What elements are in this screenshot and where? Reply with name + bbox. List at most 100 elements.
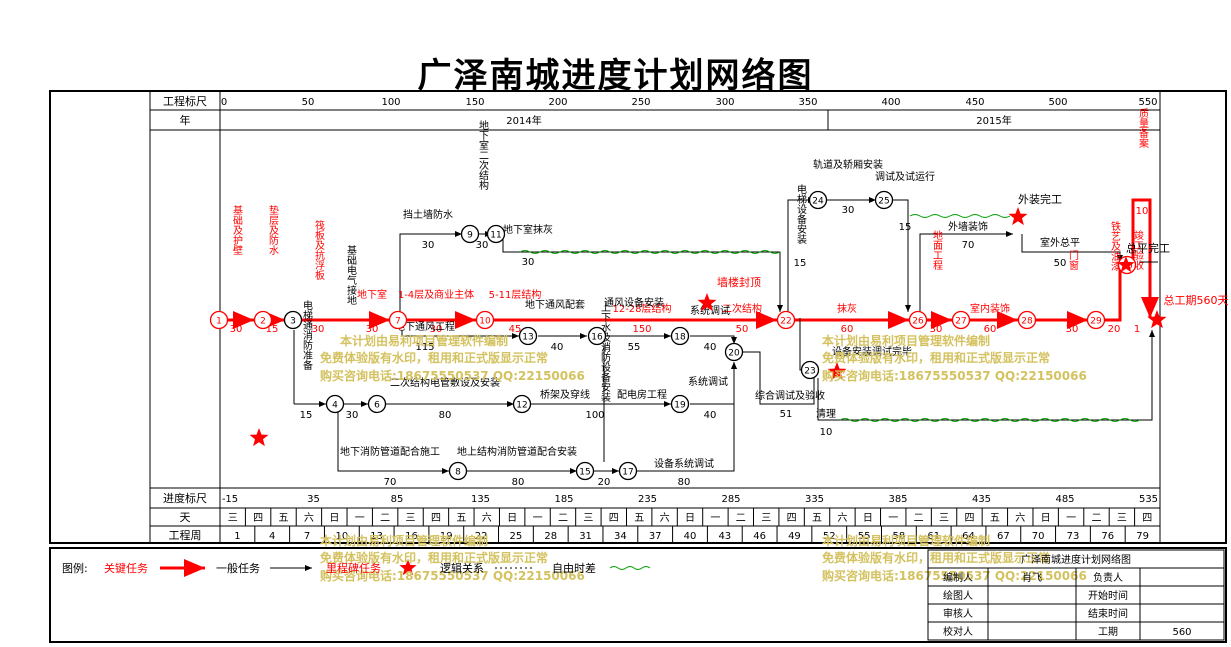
normal-task-duration: 30 <box>346 410 359 421</box>
node-number: 2 <box>260 317 266 327</box>
week-cell: 52 <box>823 531 836 542</box>
info-table: 广泽南城进度计划网络图 编制人 肖飞 负责人 绘图人 开始时间 审核人 结束时间… <box>927 549 1225 641</box>
weekday-cell: 四 <box>787 513 797 524</box>
progress-tick: 435 <box>972 494 991 505</box>
weekday-cell: 四 <box>1142 513 1152 524</box>
week-cell: 1 <box>234 531 240 542</box>
node-17 <box>618 461 638 481</box>
milestone-label-total: 总工期560天 <box>1164 293 1229 307</box>
weekday-cell: 六 <box>482 512 492 524</box>
week-cell: 28 <box>544 531 557 542</box>
legend-free: 自由时差 <box>552 561 596 575</box>
critical-task-duration: 30 <box>312 324 325 335</box>
day-cells: 三四五六日一二三四五六日一二三四五六日一二三四五六日一二三四五六日一二三四 <box>219 508 1152 526</box>
normal-task-name: 基础电气接地 <box>345 244 357 305</box>
info-checker-label: 校对人 <box>943 625 973 638</box>
info-period-label: 工期 <box>1098 626 1118 638</box>
normal-task-duration: 30 <box>522 257 535 268</box>
progress-tick: 535 <box>1139 494 1158 505</box>
weekday-cell: 三 <box>761 513 771 524</box>
normal-task-name: 地上结构消防管道配合安装 <box>457 445 577 458</box>
watermark2-line3: 购买咨询电话:18675550537 QQ:22150066 <box>822 368 1087 383</box>
normal-task-name: 地下消防管道配合施工 <box>340 445 440 458</box>
critical-task-name: 二次结构 <box>722 302 762 315</box>
week-cell: 7 <box>304 531 310 542</box>
weekday-cell: 日 <box>685 513 695 524</box>
weekday-cell: 四 <box>964 513 974 524</box>
scale-tick: 250 <box>631 97 650 108</box>
critical-task-duration: 150 <box>632 324 651 335</box>
week-cell: 43 <box>718 531 731 542</box>
node-8 <box>448 461 468 481</box>
node-24 <box>808 190 828 210</box>
week-cell: 64 <box>962 531 975 542</box>
normal-task-name: 电梯设备安装 <box>795 183 807 245</box>
weekday-cell: 二 <box>1091 513 1101 524</box>
week-cell: 46 <box>753 531 766 542</box>
watermark-line2: 免费体验版有水印，租用和正式版显示正常 <box>320 350 548 365</box>
normal-links <box>293 197 1158 474</box>
normal-task-name: 通风设备安装 <box>604 296 664 309</box>
normal-task-name: 系统调试 <box>690 304 730 317</box>
normal-task-duration: 80 <box>512 477 525 488</box>
node-1 <box>209 310 229 330</box>
week-cell: 13 <box>370 531 383 542</box>
normal-task-name: 清理 <box>816 407 836 420</box>
node-16 <box>587 326 607 346</box>
weekday-cell: 二 <box>914 513 924 524</box>
normal-task-duration: 51 <box>780 409 793 420</box>
weekday-cell: 四 <box>609 513 619 524</box>
critical-task-name: 地下室 <box>357 288 387 301</box>
week-row-label: 工程周 <box>169 529 202 542</box>
watermark-group: 本计划由易利项目管理软件编制 免费体验版有水印，租用和正式版显示正常 购买咨询电… <box>320 333 1087 583</box>
node-number: 3 <box>290 317 296 327</box>
weekday-cell: 三 <box>228 513 238 524</box>
info-start-label: 开始时间 <box>1088 589 1128 602</box>
node-11 <box>486 224 506 244</box>
week-cell: 31 <box>579 531 592 542</box>
weekday-cell: 三 <box>583 513 593 524</box>
node-number: 25 <box>878 197 889 207</box>
critical-task-name: 地面工程 <box>931 229 943 270</box>
weekday-cell: 五 <box>990 513 1000 524</box>
node-number: 4 <box>332 401 338 411</box>
week-cell: 61 <box>927 531 940 542</box>
scale-tick: 50 <box>302 97 315 108</box>
progress-tick: 185 <box>554 494 573 505</box>
info-period: 560 <box>1172 627 1191 638</box>
node-number: 22 <box>780 317 791 327</box>
normal-task-name: 地下通风配套 <box>525 298 585 311</box>
weekday-cell: 二 <box>380 513 390 524</box>
milestone-label-landscape: 总平完工 <box>1126 241 1170 255</box>
weekday-cell: 四 <box>253 513 263 524</box>
node-4 <box>325 394 345 414</box>
milestone-layer <box>249 207 1167 576</box>
watermark-line1: 本计划由易利项目管理软件编制 <box>340 333 508 348</box>
critical-task-duration: 15 <box>266 324 279 335</box>
info-author: 肖飞 <box>1022 571 1042 584</box>
critical-task-duration: 20 <box>1108 324 1121 335</box>
milestone-star-landscape <box>1117 256 1135 273</box>
node-number: 20 <box>728 349 740 359</box>
weekday-cell: 一 <box>1066 513 1076 524</box>
node-number: 8 <box>455 468 461 478</box>
normal-task-name: 二次结构电管敷设及安装 <box>390 376 500 389</box>
critical-task-duration: 30 <box>366 324 379 335</box>
normal-task-name: 室外总平 <box>1040 236 1080 249</box>
legend-critical: 关键任务 <box>104 561 148 575</box>
critical-task-duration: 1 <box>1134 324 1140 335</box>
info-owner-label: 负责人 <box>1093 571 1123 584</box>
weekday-cell: 六 <box>837 512 847 524</box>
critical-task-name: 铁艺及油漆 <box>1109 220 1121 271</box>
critical-task-name: 垫层及防水 <box>267 204 279 255</box>
week-cell: 25 <box>510 531 523 542</box>
progress-tick: 485 <box>1055 494 1074 505</box>
scale-tick: 200 <box>548 97 567 108</box>
normal-task-name: 电梯通消防准备 <box>301 299 313 371</box>
node-number: 1 <box>216 317 222 327</box>
week-cell: 22 <box>475 531 488 542</box>
scale-tick: 550 <box>1138 97 1157 108</box>
